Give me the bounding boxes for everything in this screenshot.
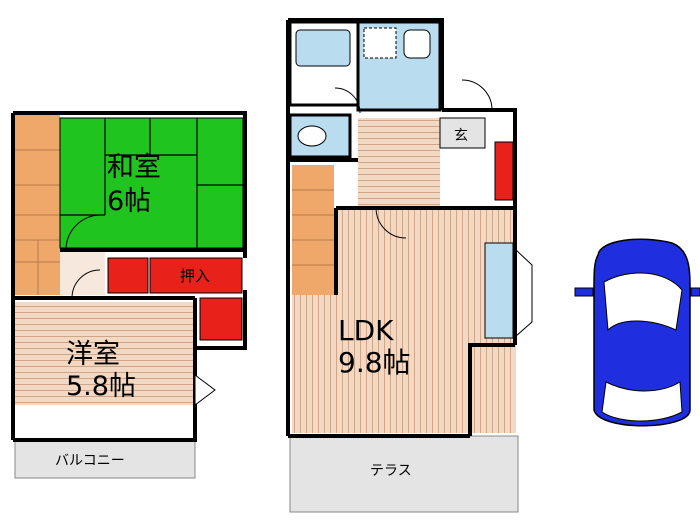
closet-red-1 xyxy=(107,257,149,294)
ldk-name: LDK xyxy=(338,314,394,347)
youshitsu-size: 5.8帖 xyxy=(66,371,136,402)
shoe-closet xyxy=(494,141,514,201)
balcony xyxy=(14,439,196,479)
balcony-label: バルコニー xyxy=(55,453,125,469)
stairs-right xyxy=(292,165,334,295)
left-floor: 和室 6帖 押入 洋室 5.8帖 バルコニー xyxy=(11,111,247,479)
kitchen-counter-icon xyxy=(484,242,514,339)
washitsu-name: 和室 xyxy=(107,152,161,183)
ldk-size: 9.8帖 xyxy=(338,346,411,379)
sink-icon xyxy=(403,29,431,59)
genkan xyxy=(439,117,486,149)
washitsu-floor xyxy=(59,117,244,249)
youshitsu-floor xyxy=(15,302,195,405)
youshitsu-name: 洋室 xyxy=(66,339,120,370)
toilet-icon xyxy=(297,125,327,147)
oshiire-label: 押入 xyxy=(180,267,210,285)
terrace-label: テラス xyxy=(370,463,412,479)
closet-oshiire xyxy=(149,257,243,294)
ldk-lower-left xyxy=(292,295,336,433)
closet-red-2 xyxy=(199,297,243,341)
genkan-label: 玄 xyxy=(454,127,468,144)
washitsu-size: 6帖 xyxy=(107,186,151,217)
terrace xyxy=(289,435,519,513)
bay-window xyxy=(515,248,533,338)
right-floor: LDK 9.8帖 玄 テラス xyxy=(286,18,533,513)
hall xyxy=(358,118,440,208)
washing-machine-icon xyxy=(363,27,397,59)
car-icon xyxy=(574,238,700,427)
bathtub-icon xyxy=(295,29,351,67)
